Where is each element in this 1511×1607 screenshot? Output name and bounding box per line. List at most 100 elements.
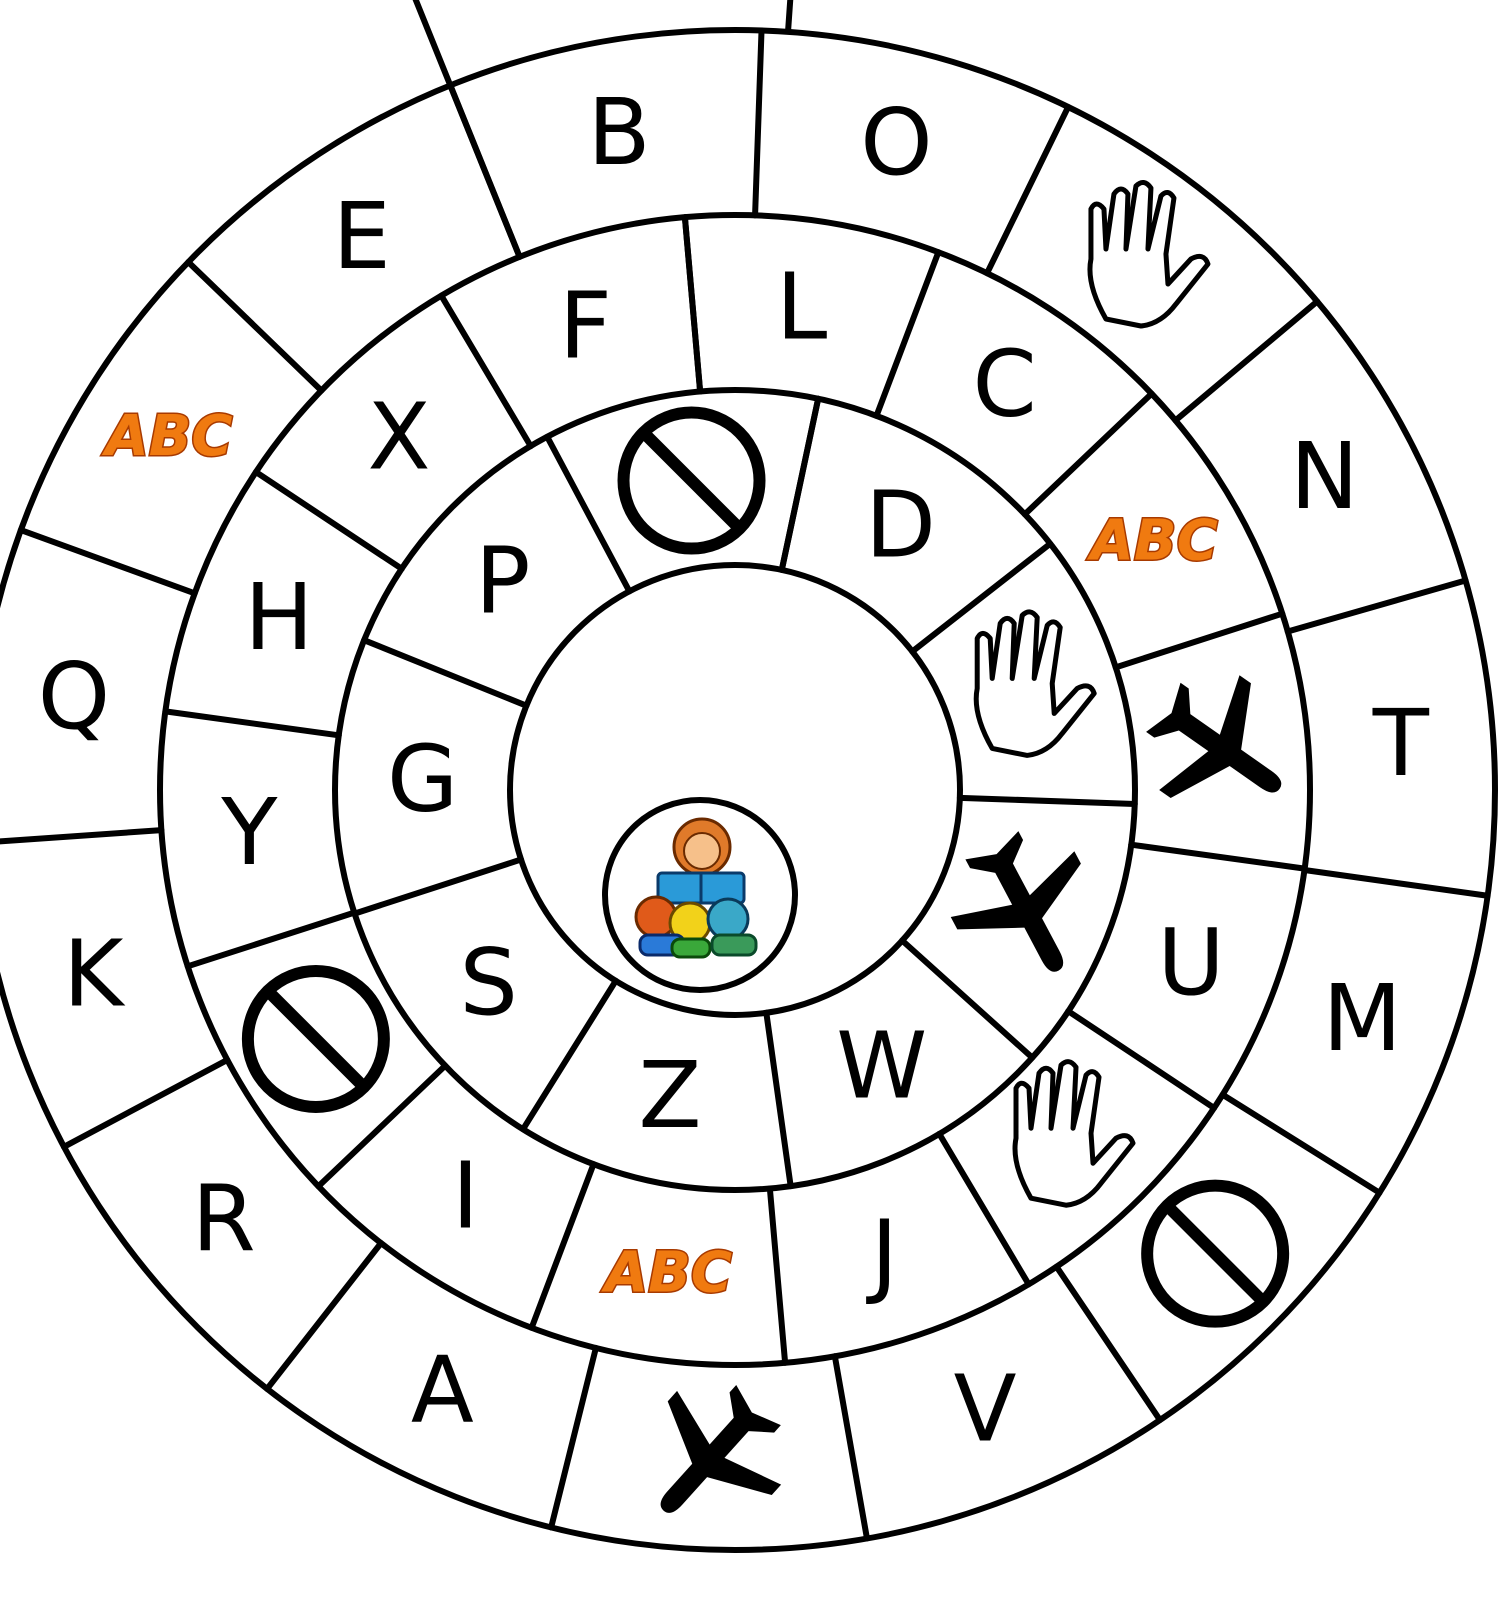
board-space[interactable] [1015,1062,1133,1206]
space-letter: A [411,1336,474,1443]
space-divider [547,437,629,592]
airplane-icon [1123,650,1320,846]
space-letter: U [1157,909,1224,1016]
board-space[interactable]: V [954,1355,1017,1462]
space-divider [532,1164,594,1328]
no-entry-icon [248,971,384,1107]
airplane-icon [612,1358,811,1557]
board-space[interactable]: M [1323,965,1402,1072]
space-divider [1025,394,1152,515]
board-space[interactable]: Q [38,644,110,751]
space-letter: Y [220,779,278,886]
space-divider [64,1060,227,1147]
space-letter: E [333,183,391,290]
abc-logo-icon: ABC [601,1240,732,1305]
board-space[interactable]: W [836,1012,927,1119]
space-divider [0,830,161,843]
space-letter: X [367,383,430,490]
board-space[interactable]: T [1372,690,1430,797]
space-divider [1131,845,1304,869]
space-letter: C [972,330,1036,437]
board-space[interactable]: G [387,726,458,833]
board-space[interactable]: P [475,527,530,634]
space-divider [318,1066,445,1187]
board-space[interactable] [612,1358,811,1557]
space-letter: P [475,527,530,634]
board-space[interactable]: R [192,1166,256,1273]
board-space[interactable]: ABC [101,404,232,469]
board-space[interactable]: B [588,79,651,186]
space-letter: D [865,471,936,578]
board-space[interactable]: D [865,471,936,578]
space-letter: T [1372,690,1430,797]
board-space[interactable]: X [367,383,430,490]
board-space[interactable]: Z [639,1042,702,1149]
board-space[interactable]: H [244,564,313,671]
space-divider [987,107,1068,273]
board-space[interactable] [1147,1186,1283,1322]
board-space[interactable]: J [866,1201,898,1308]
center-picture [605,800,795,990]
space-divider [551,1348,596,1528]
board-space[interactable]: E [333,183,391,290]
space-letter: M [1323,965,1402,1072]
no-entry-icon [624,413,760,549]
board-space[interactable]: F [559,272,612,379]
hand-stop-icon [1015,1062,1133,1206]
space-divider [1223,1095,1380,1193]
space-letter: J [866,1201,898,1308]
space-divider [835,1356,867,1538]
space-letter: V [954,1355,1017,1462]
board-space[interactable]: Y [220,779,278,886]
board-space[interactable] [976,612,1094,756]
board-space[interactable]: N [1290,423,1359,530]
board-space[interactable]: U [1157,909,1224,1016]
space-letter: K [63,920,126,1027]
no-entry-icon [1147,1186,1283,1322]
svg-text:ABC: ABC [101,404,232,469]
space-divider [960,798,1135,804]
board-space[interactable]: ABC [601,1240,732,1305]
board-space[interactable]: S [460,929,518,1036]
board-space[interactable] [624,413,760,549]
space-letter: L [776,254,827,361]
board-space[interactable]: L [776,254,827,361]
space-letter: S [460,929,518,1036]
space-letter: R [192,1166,256,1273]
space-letter: N [1290,423,1359,530]
board-space[interactable]: K [63,920,126,1027]
board-space[interactable] [1123,650,1320,846]
svg-text:ABC: ABC [1087,509,1218,574]
board-space[interactable]: I [452,1143,479,1250]
space-divider [1288,581,1466,632]
space-divider [267,1243,381,1389]
space-divider [1116,614,1283,668]
space-divider [364,640,526,706]
space-letter: O [860,89,932,196]
board-space[interactable]: C [972,330,1036,437]
space-divider [876,252,938,416]
space-letter: I [452,1143,479,1250]
space-letter: H [244,564,313,671]
board-space[interactable]: ABC [1087,509,1218,574]
space-letter: Z [639,1042,702,1149]
space-letter: G [387,726,458,833]
hand-stop-icon [1090,182,1208,326]
space-divider [441,296,530,446]
space-letter: Q [38,644,110,751]
space-divider [766,1013,790,1186]
space-letter: B [588,79,651,186]
space-divider [523,981,616,1129]
board-space[interactable] [1090,182,1208,326]
board-space[interactable]: O [860,89,932,196]
space-divider [21,530,195,593]
abc-logo-icon: ABC [101,404,232,469]
board-space[interactable] [248,971,384,1107]
space-divider [1304,870,1487,896]
board-space[interactable]: A [411,1336,474,1443]
space-divider [188,913,355,967]
space-letter: F [559,272,612,379]
space-divider [685,217,700,391]
space-letter: W [836,1012,927,1119]
